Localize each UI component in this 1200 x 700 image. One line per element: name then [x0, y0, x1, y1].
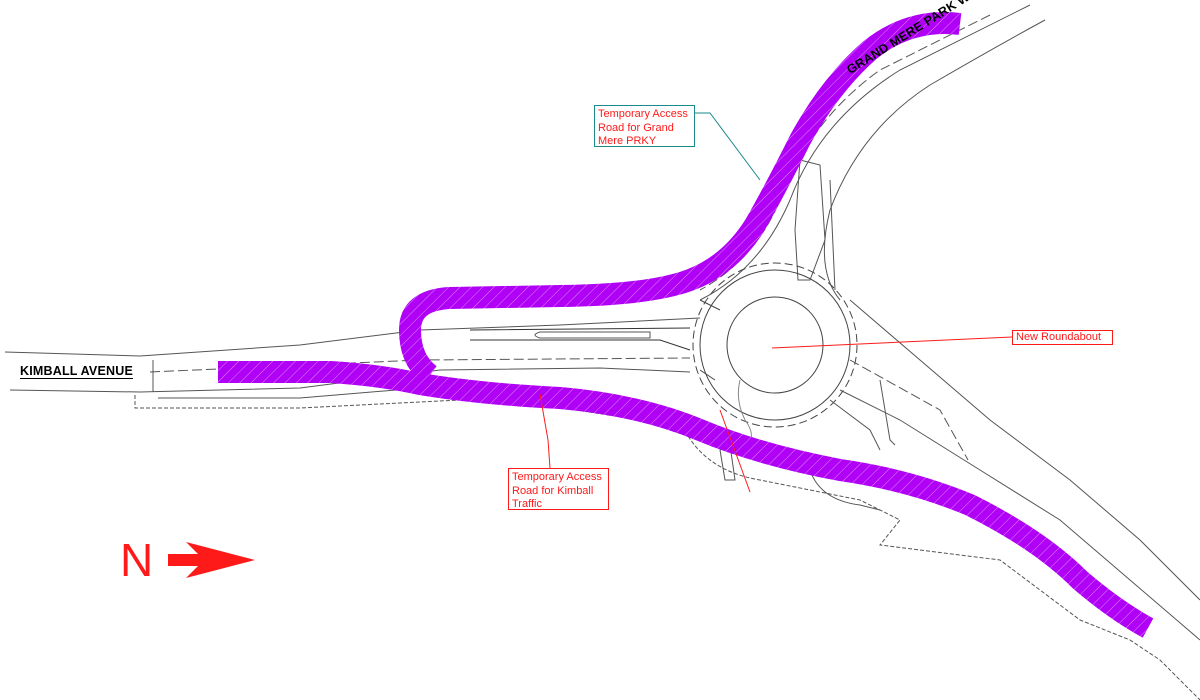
grand-mere-access-callout: Temporary Access Road for Grand Mere PRK…	[594, 105, 695, 147]
kimball-avenue-label: KIMBALL AVENUE	[20, 364, 133, 379]
kimball-callout-leader-2	[719, 409, 751, 493]
temporary-access-road-kimball	[218, 361, 1154, 638]
kimball-access-callout: Temporary Access Road for Kimball Traffi…	[508, 468, 609, 510]
roundabout	[692, 262, 858, 451]
temporary-access-road-grand-mere	[399, 12, 962, 384]
north-arrow-icon	[168, 542, 255, 578]
grand-mere-callout-leader	[694, 112, 761, 181]
south-road	[679, 299, 1200, 700]
north-label: N	[120, 534, 154, 586]
roundabout-callout-leader	[771, 336, 1013, 349]
roundabout-callout: New Roundabout	[1012, 330, 1113, 345]
grand-mere-parkway-road	[699, 4, 1046, 301]
kimball-callout-leader	[539, 393, 551, 469]
